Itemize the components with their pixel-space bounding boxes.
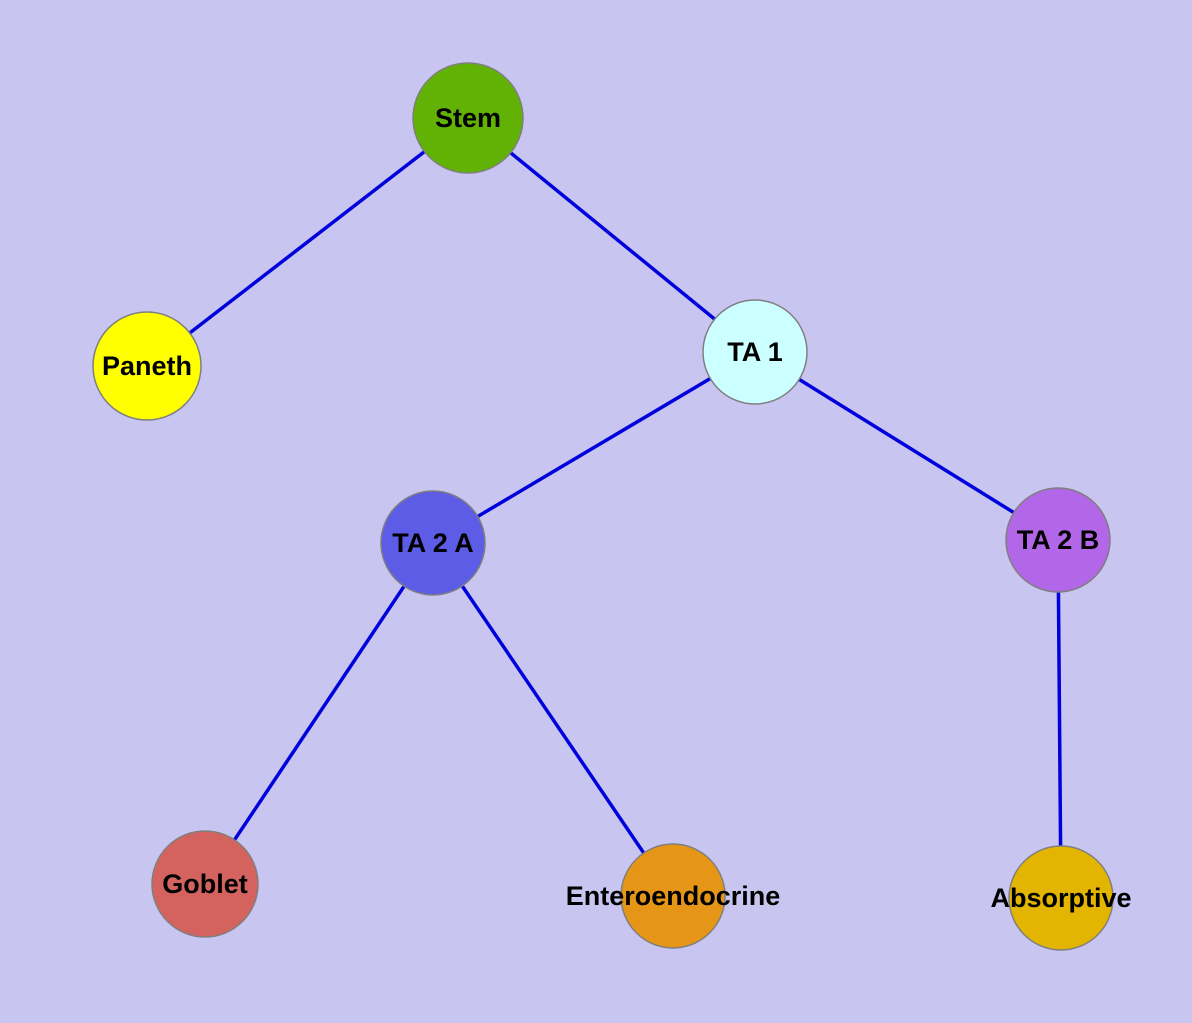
edge-ta1-ta2b: [754, 350, 1059, 542]
node-circle-enteroendocrine[interactable]: [620, 843, 726, 949]
node-ta1[interactable]: TA 1: [702, 299, 808, 405]
edge-ta2a-goblet: [203, 542, 435, 885]
node-enteroendocrine[interactable]: Enteroendocrine: [566, 843, 781, 949]
node-circle-ta2a[interactable]: [380, 490, 486, 596]
node-goblet[interactable]: Goblet: [151, 830, 259, 938]
edge-stem-ta1: [466, 116, 757, 354]
node-circle-goblet[interactable]: [151, 830, 259, 938]
node-circle-paneth[interactable]: [92, 311, 202, 421]
node-ta2b[interactable]: TA 2 B: [1005, 487, 1111, 593]
edge-ta2b-absorptive: [1056, 539, 1063, 899]
node-circle-absorptive[interactable]: [1008, 845, 1114, 951]
node-circle-ta2b[interactable]: [1005, 487, 1111, 593]
node-label-ta1: TA 1: [727, 337, 783, 367]
node-label-enteroendocrine: Enteroendocrine: [566, 881, 781, 911]
edge-layer: [145, 116, 1063, 899]
node-stem[interactable]: Stem: [412, 62, 524, 174]
node-ta2a[interactable]: TA 2 A: [380, 490, 486, 596]
node-label-goblet: Goblet: [162, 869, 248, 899]
node-label-paneth: Paneth: [102, 351, 192, 381]
node-circle-ta1[interactable]: [702, 299, 808, 405]
node-absorptive[interactable]: Absorptive: [990, 845, 1132, 951]
node-label-ta2b: TA 2 B: [1017, 525, 1100, 555]
node-label-absorptive: Absorptive: [990, 883, 1131, 913]
node-circle-stem[interactable]: [412, 62, 524, 174]
node-label-stem: Stem: [435, 103, 501, 133]
edge-ta2a-enteroendocrine: [431, 542, 675, 897]
edge-stem-paneth: [145, 116, 470, 368]
node-paneth[interactable]: Paneth: [92, 311, 202, 421]
edge-ta1-ta2a: [432, 350, 756, 545]
node-label-ta2a: TA 2 A: [392, 528, 474, 558]
